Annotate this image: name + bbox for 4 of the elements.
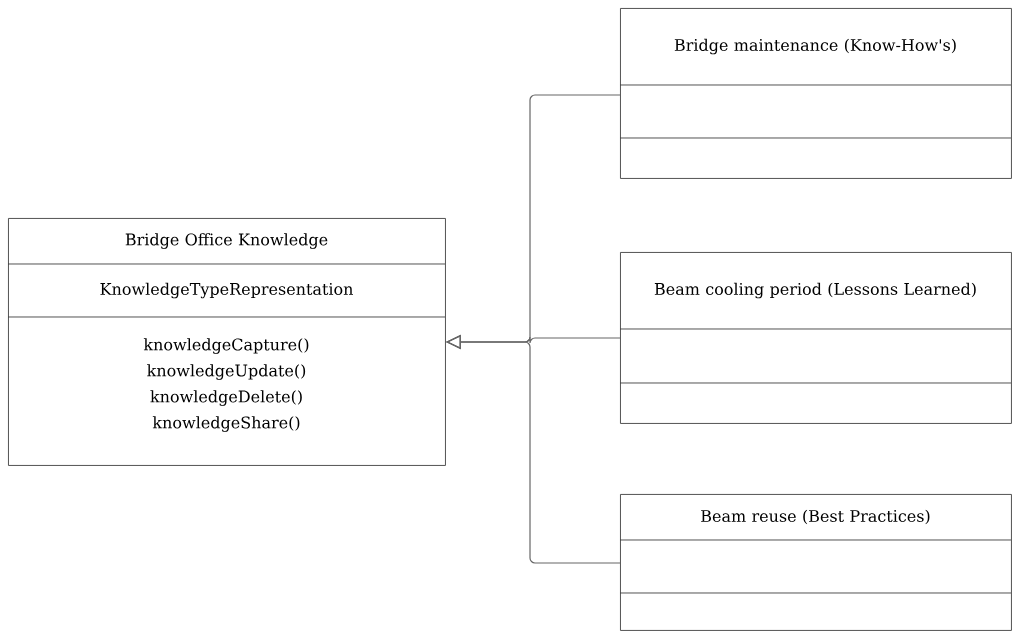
class-box: Bridge Office Knowledge KnowledgeTypeRepresentation knowledgeCapture() knowledgeUpdate() knowledgeDelete() knowledgeShare() bbox=[7, 218, 446, 466]
class-box: Beam reuse (Best Practices) bbox=[619, 494, 1012, 631]
class-box: Bridge maintenance (Know-How's) bbox=[619, 8, 1012, 179]
class-box: Beam cooling period (Lessons Learned) bbox=[619, 252, 1012, 424]
